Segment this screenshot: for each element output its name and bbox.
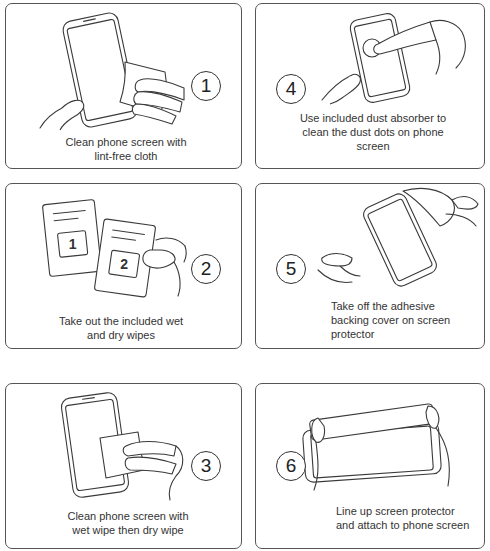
packet-number: 2 — [120, 256, 128, 272]
step-number: 1 — [191, 71, 221, 101]
step-number: 6 — [276, 451, 306, 481]
step-caption: Clean phone screen with lint-free cloth — [56, 135, 196, 163]
step-number-text: 4 — [286, 79, 297, 99]
step-panel: Use included dust absorber to clean the … — [255, 3, 485, 169]
step-caption: Take off the adhesive backing cover on s… — [331, 299, 471, 341]
step-panel: Clean phone screen with wet wipe then dr… — [5, 383, 242, 549]
step-number-text: 6 — [286, 456, 297, 476]
peeling-film — [403, 188, 454, 226]
step-number: 5 — [276, 254, 306, 284]
hand-drawing — [40, 100, 84, 130]
step-number: 4 — [276, 74, 306, 104]
screen-protector — [309, 403, 435, 440]
step-caption: Use included dust absorber to clean the … — [294, 111, 452, 153]
step-caption: Clean phone screen with wet wipe then dr… — [58, 509, 198, 537]
hand-drawing — [312, 406, 450, 490]
step-caption: Take out the included wet and dry wipes — [56, 314, 186, 342]
step-number-text: 2 — [201, 259, 212, 279]
step-panel: Line up screen protector and attach to p… — [255, 383, 485, 549]
hand-drawing — [123, 442, 183, 501]
step-panel: Take off the adhesive backing cover on s… — [255, 183, 485, 349]
hand-drawing — [143, 238, 186, 296]
hand-drawing — [318, 197, 478, 283]
phone-drawing — [349, 12, 411, 104]
step-number-text: 5 — [286, 259, 297, 279]
cloth-drawing — [120, 62, 184, 124]
step-number: 3 — [191, 451, 221, 481]
step-number-text: 3 — [201, 456, 212, 476]
packet-number: 1 — [69, 236, 77, 252]
hand-drawing — [322, 20, 465, 104]
step-number-text: 1 — [201, 76, 212, 96]
wipe-packet — [42, 199, 101, 276]
step-caption: Line up screen protector and attach to p… — [336, 504, 471, 532]
step-panel: Clean phone screen with lint-free cloth 1 — [5, 3, 242, 169]
step-number: 2 — [191, 254, 221, 284]
